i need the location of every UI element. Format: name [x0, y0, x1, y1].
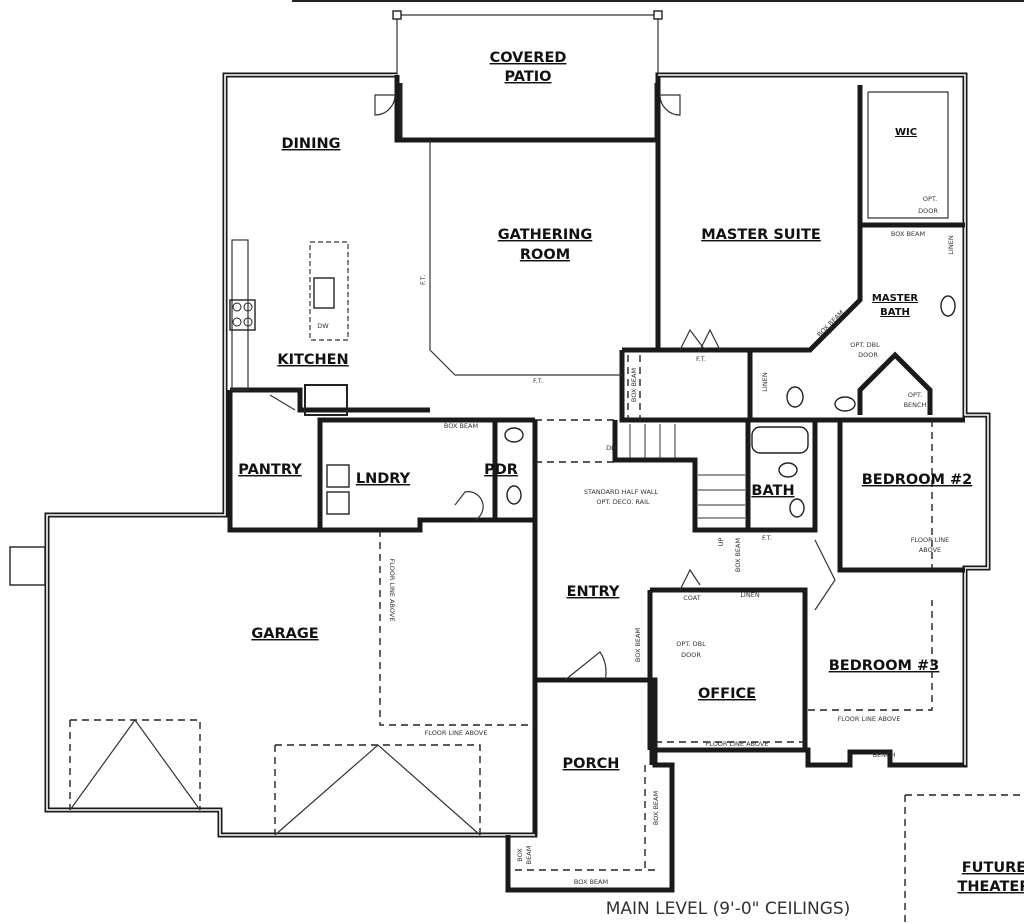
stairs	[629, 424, 745, 519]
label-covered-patio-2: PATIO	[504, 69, 551, 85]
label-dining: DINING	[282, 136, 341, 152]
label-bedroom-2: BEDROOM #2	[862, 472, 973, 488]
note-up: UP	[717, 538, 725, 547]
plan-notes: F.T. F.T. BOX BEAM OPT. DOOR BOX BEAM OP…	[317, 195, 955, 886]
label-master-bath-2: BATH	[880, 307, 910, 318]
garage-doors	[69, 718, 481, 836]
label-gathering-1: GATHERING	[498, 227, 593, 243]
note-floor-line-garage: FLOOR LINE ABOVE	[425, 729, 488, 737]
floor-line-dashes	[69, 140, 1024, 924]
note-box-beam-diag: BOX BEAM	[816, 309, 846, 339]
note-linen-master: LINEN	[947, 235, 955, 255]
note-ft: F.T.	[696, 355, 706, 363]
label-bedroom-3: BEDROOM #3	[829, 658, 940, 674]
note-opt-door-1: OPT.	[923, 195, 937, 203]
note-opt-dbl-1: OPT. DBL	[850, 341, 880, 349]
note-box-beam-lndry: BOX BEAM	[444, 422, 478, 430]
note-bench: BENCH	[873, 751, 896, 759]
note-ft-bath: F.T.	[762, 534, 772, 542]
label-theater-1: FUTURE	[962, 860, 1024, 876]
note-box-beam-v1: BOX BEAM	[630, 368, 638, 402]
note-dw: DW	[317, 322, 329, 330]
note-opt-bench-2: BENCH	[904, 401, 927, 409]
note-half-wall-2: OPT. DECO. RAIL	[596, 498, 650, 506]
note-floor-line-b3: FLOOR LINE ABOVE	[838, 715, 901, 723]
note-linen-bath: LINEN	[761, 372, 769, 392]
note-box-beam-wic: BOX BEAM	[891, 230, 925, 238]
label-pdr: PDR	[484, 462, 518, 478]
label-garage: GARAGE	[251, 626, 318, 642]
label-gathering-2: ROOM	[520, 247, 570, 263]
label-entry: ENTRY	[567, 584, 620, 600]
note-opt-door-2: DOOR	[918, 207, 938, 215]
note-ft-vertical: F.T.	[419, 275, 427, 285]
note-linen-hall: LINEN	[740, 591, 760, 599]
label-master-bath-1: MASTER	[872, 293, 919, 304]
label-lndry: LNDRY	[356, 471, 411, 487]
label-covered-patio-1: COVERED	[490, 50, 567, 66]
note-box-beam-porch: BOX BEAM	[574, 878, 608, 886]
note-above-b2: ABOVE	[919, 546, 941, 554]
interior-walls	[227, 85, 965, 750]
note-ft-gathering: F.T.	[533, 377, 543, 385]
note-box: BOX	[516, 848, 524, 862]
note-opt-dbl-office-2: DOOR	[681, 651, 701, 659]
note-box-beam-v2: BOX BEAM	[734, 538, 742, 572]
note-opt-dbl-office-1: OPT. DBL	[676, 640, 706, 648]
label-wic: WIC	[895, 127, 917, 138]
label-kitchen: KITCHEN	[277, 352, 348, 368]
label-master-suite: MASTER SUITE	[701, 227, 821, 243]
note-beam: BEAM	[525, 846, 533, 865]
label-office: OFFICE	[698, 686, 756, 702]
note-floor-line-b2: FLOOR LINE	[911, 536, 949, 544]
note-floor-line-office: FLOOR LINE ABOVE	[706, 740, 769, 748]
note-half-wall-1: STANDARD HALF WALL	[584, 488, 659, 496]
plan-caption: MAIN LEVEL (9'-0" CEILINGS)	[606, 899, 851, 919]
kitchen-fixtures	[229, 239, 956, 518]
note-box-beam-v4: BOX BEAM	[652, 791, 660, 825]
note-opt-dbl-2: DOOR	[858, 351, 878, 359]
note-opt-bench-1: OPT.	[908, 391, 922, 399]
label-bath: BATH	[751, 483, 794, 499]
note-coat: COAT	[683, 594, 700, 602]
room-labels: COVERED PATIO DINING GATHERING ROOM MAST…	[238, 50, 1024, 895]
label-theater-2: THEATER	[958, 879, 1024, 895]
label-porch: PORCH	[563, 756, 620, 772]
label-pantry: PANTRY	[238, 462, 302, 478]
door-swings	[269, 94, 836, 681]
note-floor-line-garage-v: FLOOR LINE ABOVE	[388, 559, 396, 622]
note-dn: DN	[606, 444, 616, 452]
note-box-beam-v3: BOX BEAM	[634, 628, 642, 662]
